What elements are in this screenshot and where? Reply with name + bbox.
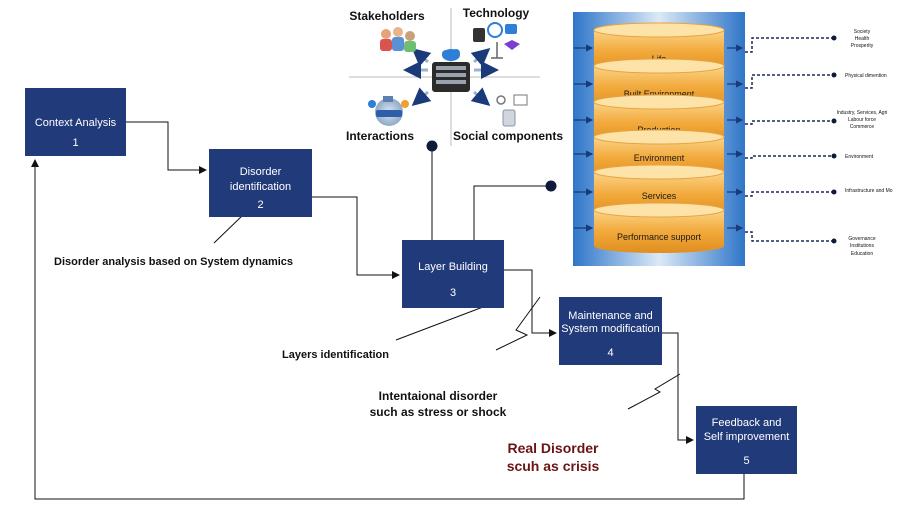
layers-stack: LifeBuilt EnvironmentProductionEnvironme… <box>573 12 745 266</box>
step-title-line1: Feedback and <box>712 417 782 429</box>
layer-description-dot <box>831 118 837 124</box>
annotation-disorder-analysis: Disorder analysis based on System dynami… <box>54 256 293 268</box>
layer-label: Environment <box>634 153 685 163</box>
step-title-line2: Self improvement <box>704 431 790 443</box>
layer-description-dot <box>831 72 837 78</box>
quadrant-technology: Technology <box>463 6 530 20</box>
layer-description-text: Governance <box>848 236 875 242</box>
layer-description-connector <box>745 155 832 159</box>
layer-description-connector <box>745 74 832 89</box>
layer-description-dot <box>831 238 837 244</box>
layer-description-text: Institutions <box>850 243 874 249</box>
flow-connectors <box>31 121 745 500</box>
step-box <box>402 240 504 308</box>
layer-description-text: Education <box>851 251 873 257</box>
step-title-line2: System modification <box>561 323 659 335</box>
step-feedback: Feedback and Self improvement 5 <box>696 406 797 474</box>
step-number: 1 <box>72 137 78 149</box>
layer-cylinder-top <box>593 94 725 110</box>
pointer-disorder-analysis <box>213 214 244 244</box>
connector-1-2 <box>126 121 207 174</box>
layer-description-connector <box>745 231 832 242</box>
step-number: 5 <box>743 455 749 467</box>
step-box <box>209 149 312 217</box>
step-box <box>25 88 126 156</box>
layer-label: Built Environment <box>624 89 695 99</box>
layer-description-text: Environment <box>845 154 874 160</box>
layer-description-text: Labour force <box>848 117 876 123</box>
step-title: Layer Building <box>418 261 488 273</box>
layer-label: Services <box>642 191 677 201</box>
social-components-icon <box>496 94 528 127</box>
layer-cylinder-top <box>593 129 725 145</box>
step-title-line2: identification <box>230 181 291 193</box>
quadrant-interactions: Interactions <box>346 129 414 143</box>
layer-description-text: Prosperity <box>851 43 874 49</box>
step-context-analysis: Context Analysis 1 <box>25 88 126 156</box>
layers-cylinders: LifeBuilt EnvironmentProductionEnvironme… <box>574 22 744 253</box>
lightning-intentional-disorder <box>495 296 541 351</box>
step-title: Context Analysis <box>35 117 117 129</box>
step-disorder-identification: Disorder identification 2 <box>209 149 312 217</box>
step-title-line1: Disorder <box>240 166 282 178</box>
layer-description-connector <box>745 120 832 125</box>
step-number: 2 <box>257 199 263 211</box>
layer-description-text: Health <box>855 36 870 42</box>
step-number: 4 <box>607 347 613 359</box>
connector-dot-layers <box>545 180 557 192</box>
feedback-loop <box>31 159 745 500</box>
annotation-real-line1: Real Disorder <box>507 440 599 456</box>
quadrant-social-components: Social components <box>453 129 563 143</box>
step-title-line1: Maintenance and <box>568 310 652 322</box>
step-box <box>559 297 662 365</box>
layer-cylinder-top <box>593 58 725 74</box>
cloud-icon <box>442 49 460 61</box>
connector-2-3 <box>312 196 400 279</box>
layer-label: Performance support <box>617 232 702 242</box>
layer-description-dot <box>831 35 837 41</box>
server-icon <box>432 62 470 92</box>
layer-cylinder-body <box>594 210 724 253</box>
lightning-real-disorder <box>627 373 681 410</box>
layer-description-text: Society <box>854 29 871 35</box>
step-maintenance: Maintenance and System modification 4 <box>559 297 662 365</box>
step-box <box>696 406 797 474</box>
layer-description-text: Infrastructure and Mo <box>845 188 893 194</box>
system-panel: Stakeholders Technology Interactions Soc… <box>346 6 563 146</box>
panel-arrows <box>403 48 499 106</box>
stakeholders-icon <box>380 27 416 52</box>
annotation-intentional-line2: such as stress or shock <box>370 405 507 419</box>
layer-cylinder-top <box>593 164 725 180</box>
annotation-layers-identification: Layers identification <box>282 349 389 361</box>
layer-description-dot <box>831 189 837 195</box>
connector-dot-system-panel <box>426 140 438 152</box>
layer-cylinder-top <box>593 202 725 218</box>
connector-4-5 <box>662 332 694 444</box>
annotation-real-line2: scuh as crisis <box>507 458 600 474</box>
technology-icon <box>473 22 520 59</box>
layer-cylinder-top <box>593 22 725 38</box>
pointer-layers-identification <box>395 306 484 341</box>
annotation-intentional-line1: Intentaional disorder <box>379 389 498 403</box>
interactions-icon <box>368 96 409 126</box>
connector-3-4 <box>504 269 557 337</box>
quadrant-stakeholders: Stakeholders <box>349 9 425 23</box>
layer-description-dot <box>831 153 837 159</box>
layer-description-text: Physical dimention <box>845 73 887 79</box>
layer-performance-support: Performance support <box>574 202 744 253</box>
layer-description-connector <box>745 191 832 197</box>
connector-3-layers <box>473 185 551 240</box>
layer-description-text: Industry, Services, Agri <box>837 110 888 116</box>
layer-description-connector <box>745 37 832 53</box>
step-number: 3 <box>450 287 456 299</box>
layer-description-text: Commerce <box>850 124 875 130</box>
step-layer-building: Layer Building 3 <box>402 240 504 308</box>
